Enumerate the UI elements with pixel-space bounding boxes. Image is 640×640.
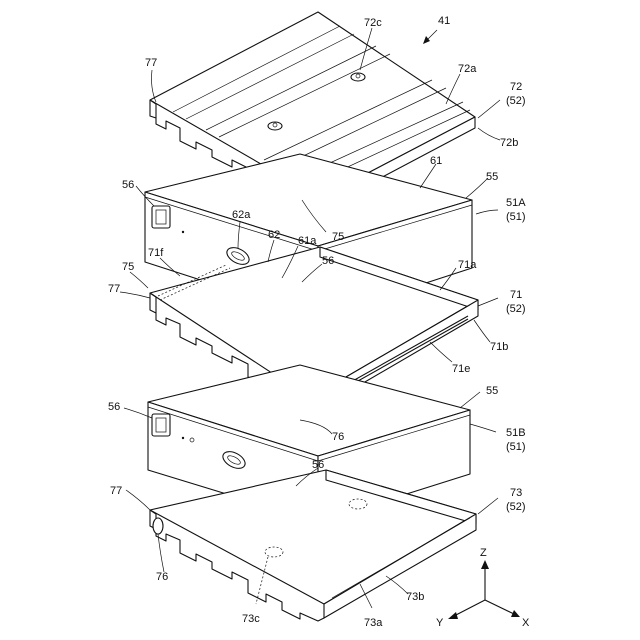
label-51A: 51A bbox=[506, 197, 526, 209]
axis-triad bbox=[448, 560, 520, 619]
label-77: 77 bbox=[110, 485, 122, 497]
label-52: (52) bbox=[506, 501, 526, 513]
label-41: 41 bbox=[438, 15, 450, 27]
label-72a: 72a bbox=[458, 63, 477, 75]
boss-76 bbox=[153, 518, 163, 534]
axis-label-z: Z bbox=[480, 547, 487, 559]
axis-label-x: X bbox=[522, 617, 530, 629]
label-56: 56 bbox=[122, 179, 134, 191]
label-73b: 73b bbox=[406, 591, 424, 603]
label-62: 62 bbox=[268, 229, 280, 241]
label-73: 73 bbox=[510, 487, 522, 499]
terminal-56 bbox=[152, 206, 170, 228]
label-71a: 71a bbox=[458, 259, 477, 271]
label-71f: 71f bbox=[148, 247, 164, 259]
label-71b: 71b bbox=[490, 341, 508, 353]
label-77: 77 bbox=[108, 283, 120, 295]
bottom-tray-73 bbox=[150, 470, 476, 621]
label-75: 75 bbox=[332, 231, 344, 243]
label-72b: 72b bbox=[500, 137, 518, 149]
label-76: 76 bbox=[332, 431, 344, 443]
label-76: 76 bbox=[156, 571, 168, 583]
label-55: 55 bbox=[486, 171, 498, 183]
label-52: (52) bbox=[506, 303, 526, 315]
label-72c: 72c bbox=[364, 17, 382, 29]
label-72: 72 bbox=[510, 81, 522, 93]
axis-label-y: Y bbox=[436, 617, 444, 629]
label-52: (52) bbox=[506, 95, 526, 107]
label-56: 56 bbox=[108, 401, 120, 413]
label-77: 77 bbox=[145, 57, 157, 69]
terminal-56 bbox=[152, 414, 170, 436]
label-51B: 51B bbox=[506, 427, 526, 439]
label-51: (51) bbox=[506, 211, 526, 223]
label-61a: 61a bbox=[298, 235, 317, 247]
label-73a: 73a bbox=[364, 617, 383, 629]
label-55: 55 bbox=[486, 385, 498, 397]
label-71e: 71e bbox=[452, 363, 470, 375]
label-62a: 62a bbox=[232, 209, 251, 221]
label-71: 71 bbox=[510, 289, 522, 301]
label-61: 61 bbox=[430, 155, 442, 167]
label-75: 75 bbox=[122, 261, 134, 273]
label-56: 56 bbox=[312, 459, 324, 471]
label-51: (51) bbox=[506, 441, 526, 453]
label-73c: 73c bbox=[242, 613, 260, 625]
label-56: 56 bbox=[322, 255, 334, 267]
